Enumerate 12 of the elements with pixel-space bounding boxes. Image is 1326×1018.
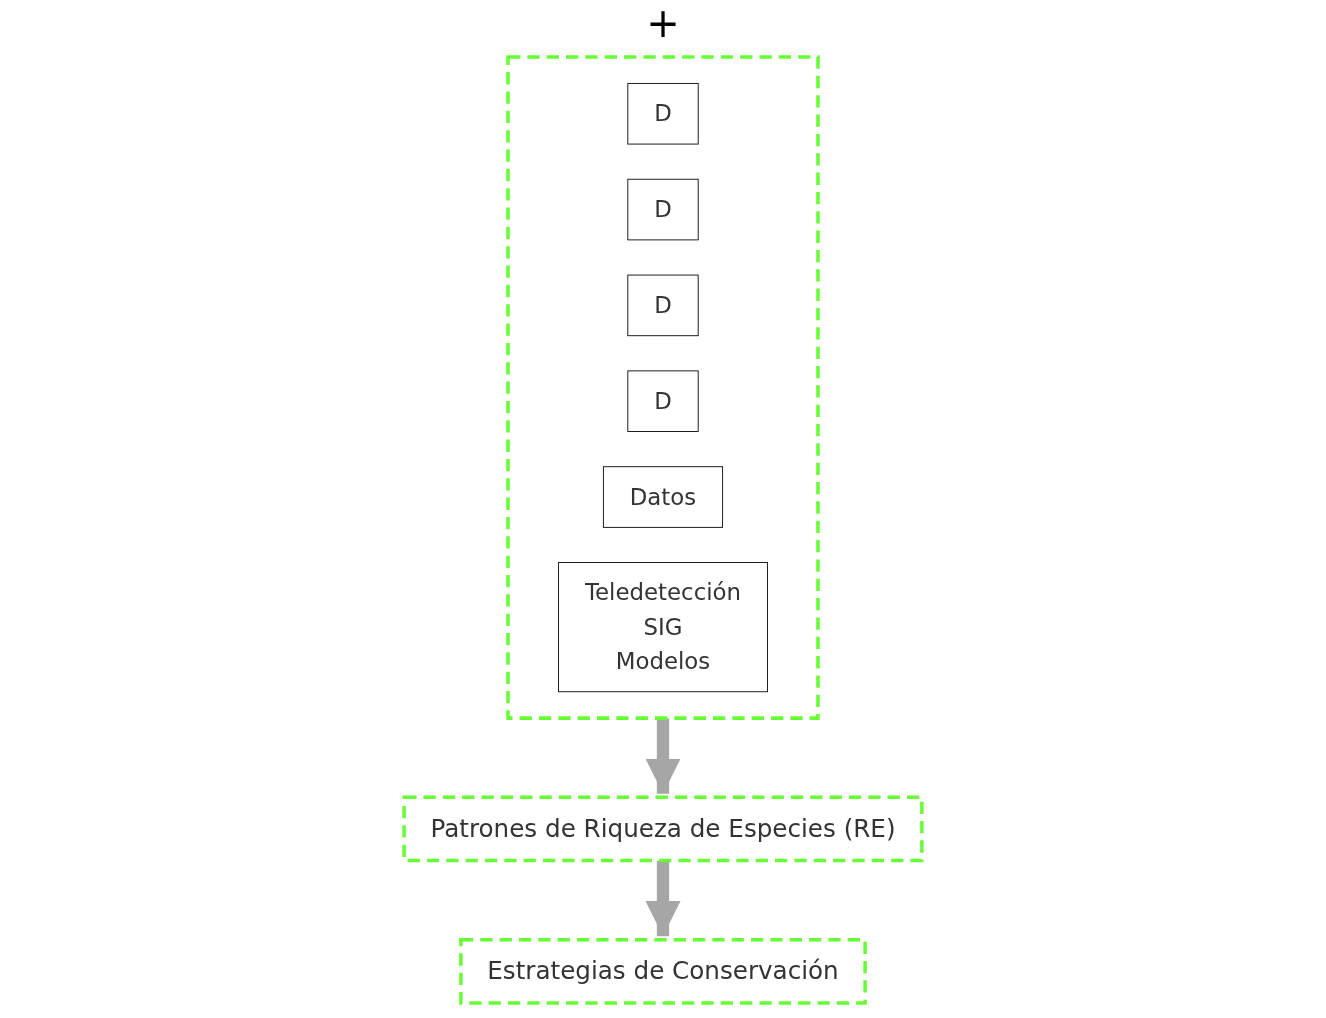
node-box: Estrategias de Conservación <box>459 937 867 1005</box>
cluster <box>506 55 820 720</box>
arrow <box>645 718 681 794</box>
node-box: Datos <box>602 466 724 528</box>
arrow <box>645 860 681 937</box>
node-box: D <box>627 178 699 241</box>
node-box: Patrones de Riqueza de Especies (RE) <box>402 795 924 863</box>
plus-sign: + <box>646 0 680 46</box>
node-box: D <box>627 82 699 145</box>
node-box: D <box>627 370 699 432</box>
node-box: D <box>627 274 699 337</box>
node-box: Teledetección SIG Modelos <box>558 562 768 693</box>
